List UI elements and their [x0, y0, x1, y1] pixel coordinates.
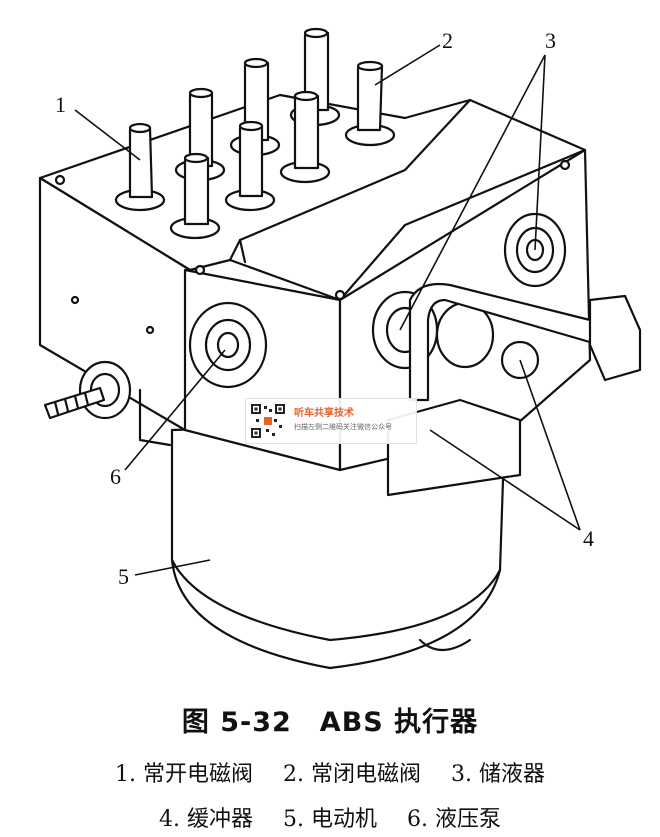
- legend-item-5: 5. 电动机: [283, 807, 377, 832]
- watermark-title: 听车共享技术: [294, 408, 354, 419]
- legend-row-2: 4. 缓冲器 5. 电动机 6. 液压泵: [0, 801, 660, 833]
- solenoid-valves: [114, 27, 396, 240]
- legend-item-6: 6. 液压泵: [406, 807, 501, 832]
- legend-item-1: 1. 常开电磁阀: [115, 762, 253, 787]
- abs-actuator-drawing: [38, 27, 642, 670]
- callout-3: 3: [545, 28, 556, 53]
- leader-lines: [74, 44, 581, 576]
- legend-item-3: 3. 储液器: [450, 762, 545, 787]
- watermark-badge: 听车共享技术 扫描左侧二维码关注微信公众号: [245, 398, 417, 444]
- watermark-subtitle: 扫描左侧二维码关注微信公众号: [294, 423, 392, 431]
- mount-holes: [54, 159, 571, 335]
- threaded-stud: [43, 360, 132, 420]
- pump-port: [188, 301, 268, 389]
- callout-1: 1: [55, 92, 66, 117]
- bracket: [386, 282, 642, 497]
- qr-code-icon: [250, 403, 286, 439]
- figure-caption-title: 图 5-32 ABS 执行器: [181, 707, 479, 738]
- legend-item-2: 2. 常闭电磁阀: [283, 762, 421, 787]
- legend-item-4: 4. 缓冲器: [159, 807, 253, 832]
- legend-row-1: 1. 常开电磁阀 2. 常闭电磁阀 3. 储液器: [0, 756, 660, 788]
- callout-4: 4: [583, 526, 594, 551]
- callout-5: 5: [118, 564, 129, 589]
- callout-6: 6: [110, 464, 121, 489]
- callout-2: 2: [442, 28, 453, 53]
